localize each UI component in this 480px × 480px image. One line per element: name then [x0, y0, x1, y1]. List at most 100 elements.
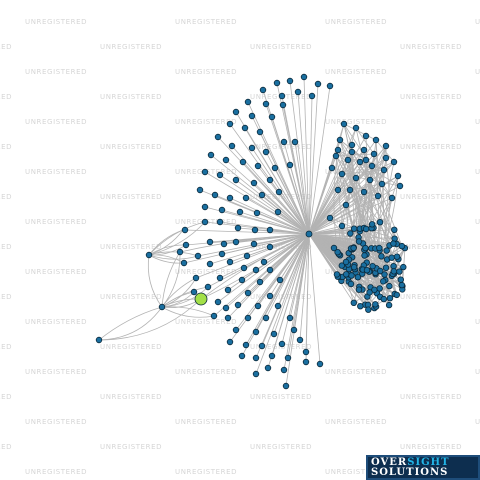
graph-node	[286, 314, 294, 322]
watermark-text: UNREGISTERED	[100, 393, 163, 401]
graph-node	[232, 238, 240, 246]
watermark-text: UNREGISTERED	[400, 43, 463, 51]
graph-edge	[308, 233, 361, 307]
graph-node	[334, 248, 341, 256]
graph-node	[357, 303, 364, 310]
watermark-text: UNREGISTERED	[250, 143, 313, 151]
graph-node	[278, 340, 286, 348]
graph-edge	[355, 127, 393, 258]
logo-text-solutions: SOLUTIONS	[371, 467, 449, 478]
graph-node	[207, 151, 215, 159]
watermark-text: UNREGISTERED	[475, 68, 480, 76]
graph-node	[256, 128, 264, 136]
graph-edge	[289, 164, 310, 235]
graph-edge	[308, 85, 331, 235]
graph-edge	[147, 254, 163, 308]
watermark-text: UNREGISTERED	[325, 418, 388, 426]
graph-node	[350, 225, 358, 232]
graph-node	[396, 268, 403, 275]
graph-node	[393, 291, 400, 299]
highlighted-node	[194, 292, 208, 306]
logo-text-sight: SIGHT	[407, 457, 450, 468]
graph-node	[370, 150, 378, 158]
graph-node	[182, 241, 190, 249]
watermark-text: UNREGISTERED	[250, 393, 313, 401]
graph-edge	[209, 233, 310, 265]
graph-node	[332, 152, 340, 160]
graph-node	[226, 338, 234, 346]
graph-node	[244, 289, 252, 297]
graph-node	[244, 98, 252, 106]
graph-edge	[98, 306, 163, 341]
graph-edge	[351, 151, 379, 197]
watermark-text: UNREGISTERED	[25, 418, 88, 426]
graph-node	[244, 314, 252, 322]
graph-node	[266, 226, 274, 234]
graph-edge	[255, 233, 310, 375]
graph-node	[238, 352, 246, 360]
watermark-text: UNREGISTERED	[475, 168, 480, 176]
graph-edge	[148, 254, 199, 260]
graph-edge	[281, 233, 310, 345]
graph-node	[291, 138, 299, 146]
graph-edge	[308, 233, 321, 365]
graph-node	[254, 162, 262, 170]
watermark-text: UNREGISTERED	[175, 118, 238, 126]
graph-node	[366, 289, 373, 296]
graph-edge	[259, 131, 310, 235]
graph-node	[302, 358, 310, 366]
graph-node	[400, 263, 407, 271]
graph-node	[250, 240, 258, 248]
graph-node	[268, 113, 276, 121]
graph-node	[377, 267, 384, 275]
watermark-text: UNREGISTERED	[325, 118, 388, 126]
graph-node	[382, 154, 390, 162]
graph-node	[258, 191, 266, 199]
graph-node	[380, 166, 388, 174]
graph-edge	[148, 221, 206, 256]
graph-node	[228, 142, 236, 150]
graph-node	[388, 194, 396, 202]
graph-edge	[256, 212, 310, 235]
watermark-text: UNREGISTERED	[0, 393, 13, 401]
graph-node	[216, 171, 224, 179]
graph-edge	[223, 233, 310, 245]
graph-edge	[339, 139, 377, 269]
graph-edge	[200, 233, 310, 300]
oversight-solutions-logo: OVERSIGHT SOLUTIONS	[366, 455, 480, 480]
watermark-text: UNREGISTERED	[475, 118, 480, 126]
graph-node	[234, 224, 242, 232]
graph-node	[338, 170, 346, 178]
watermark-text: UNREGISTERED	[400, 143, 463, 151]
graph-node	[222, 156, 230, 164]
graph-node	[224, 314, 232, 322]
graph-edge	[362, 191, 366, 244]
graph-node	[238, 276, 246, 284]
graph-node	[286, 77, 294, 85]
graph-node	[362, 225, 370, 233]
graph-node	[248, 144, 256, 152]
graph-node	[355, 238, 363, 245]
graph-node	[340, 120, 348, 128]
graph-node	[260, 258, 268, 266]
graph-node	[201, 218, 209, 226]
watermark-text: UNREGISTERED	[175, 468, 238, 476]
graph-node	[259, 86, 267, 94]
watermark-text: UNREGISTERED	[325, 368, 388, 376]
graph-node	[294, 88, 302, 96]
graph-edge	[308, 189, 351, 235]
graph-node	[372, 301, 379, 308]
watermark-text: UNREGISTERED	[0, 143, 13, 151]
graph-node	[239, 158, 247, 166]
graph-edge	[239, 211, 310, 235]
graph-node	[216, 274, 224, 282]
graph-node	[262, 148, 270, 156]
graph-node	[284, 354, 292, 362]
watermark-text: UNREGISTERED	[250, 343, 312, 351]
graph-node	[368, 162, 376, 170]
watermark-text: UNREGISTERED	[100, 443, 163, 451]
watermark-text: UNREGISTERED	[175, 418, 238, 426]
graph-node	[218, 250, 226, 258]
graph-edge	[373, 227, 381, 289]
graph-node	[196, 186, 204, 194]
